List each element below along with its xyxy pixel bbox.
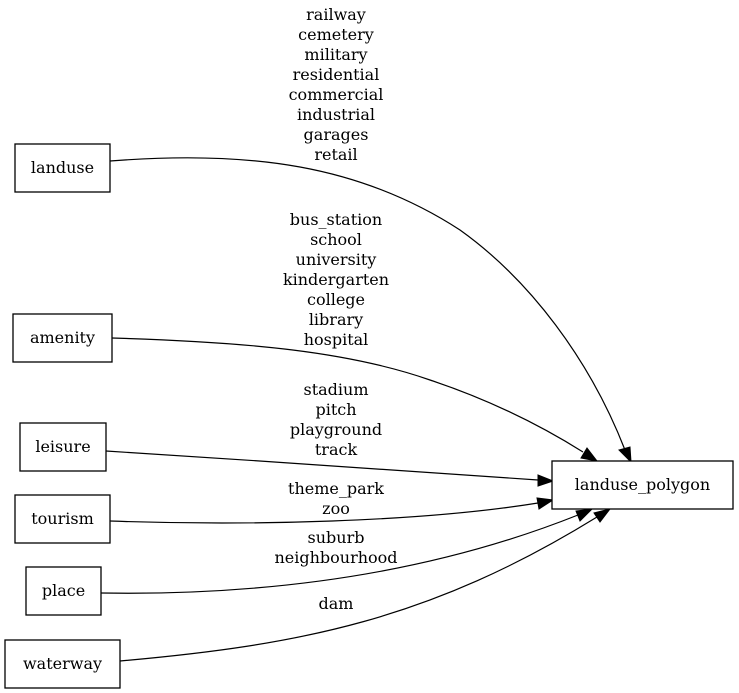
- edge-label: university: [296, 250, 377, 269]
- edge-label-group-amenity: bus_station school university kindergart…: [283, 210, 389, 349]
- edge-label: retail: [314, 145, 357, 164]
- edge-label: neighbourhood: [274, 548, 397, 567]
- edge-landuse: [109, 157, 632, 464]
- node-box: [25, 566, 102, 616]
- edge-line: [109, 157, 626, 451]
- arrow-head: [580, 447, 599, 462]
- edge-label-group-place: suburb neighbourhood: [274, 528, 397, 567]
- edge-amenity: [111, 337, 599, 462]
- node-label: leisure: [35, 437, 90, 456]
- edge-label: school: [310, 230, 362, 249]
- node-landuse-polygon[interactable]: landuse_polygon: [551, 460, 734, 510]
- node-box: [14, 494, 111, 544]
- node-label: place: [42, 581, 85, 600]
- edge-waterway: [119, 508, 612, 662]
- edge-label: stadium: [303, 380, 368, 399]
- node-landuse[interactable]: landuse: [14, 143, 111, 193]
- edge-line: [109, 502, 539, 524]
- edge-label: hospital: [304, 330, 369, 349]
- edge-label: suburb: [308, 528, 365, 547]
- node-place[interactable]: place: [25, 566, 102, 616]
- edge-line: [119, 516, 598, 662]
- edge-label: railway: [306, 5, 366, 24]
- edge-label: kindergarten: [283, 270, 389, 289]
- arrow-head: [593, 508, 612, 523]
- node-label: landuse_polygon: [575, 475, 710, 494]
- node-label: waterway: [23, 654, 102, 673]
- node-waterway[interactable]: waterway: [4, 639, 121, 689]
- arrow-head: [575, 508, 594, 522]
- node-box: [14, 143, 111, 193]
- edge-label: pitch: [315, 400, 356, 419]
- edge-label: college: [307, 290, 365, 309]
- arrow-head: [536, 497, 555, 510]
- edge-label: dam: [319, 594, 354, 613]
- node-tourism[interactable]: tourism: [14, 494, 111, 544]
- node-box: [551, 460, 734, 510]
- node-box: [4, 639, 121, 689]
- edge-label: library: [309, 310, 363, 329]
- edge-label: garages: [304, 125, 369, 144]
- edge-place: [100, 508, 594, 594]
- arrow-head: [537, 474, 555, 487]
- edge-label: theme_park: [288, 479, 384, 498]
- node-amenity[interactable]: amenity: [12, 313, 113, 363]
- edge-label: residential: [293, 65, 380, 84]
- edge-label: zoo: [322, 499, 350, 518]
- edge-line: [105, 450, 539, 481]
- arrow-head: [618, 446, 632, 464]
- edge-label: cemetery: [298, 25, 374, 44]
- node-label: amenity: [30, 328, 95, 347]
- node-box: [12, 313, 113, 363]
- edge-label: commercial: [289, 85, 384, 104]
- node-label: tourism: [31, 509, 94, 528]
- edge-label-group-landuse: railway cemetery military residential co…: [289, 5, 384, 164]
- node-leisure[interactable]: leisure: [19, 422, 107, 472]
- edge-label: track: [315, 440, 358, 459]
- node-box: [19, 422, 107, 472]
- edge-label-group-tourism: theme_park zoo: [288, 479, 384, 518]
- edge-label-group-leisure: stadium pitch playground track: [290, 380, 382, 459]
- node-label: landuse: [31, 158, 94, 177]
- edge-label: industrial: [297, 105, 375, 124]
- edge-line: [111, 337, 584, 453]
- edge-label-group-waterway: dam: [319, 594, 354, 613]
- edge-leisure: [105, 450, 555, 487]
- edge-label: playground: [290, 420, 382, 439]
- edge-label: bus_station: [290, 210, 382, 229]
- edge-label: military: [304, 45, 367, 64]
- edge-tourism: [109, 497, 555, 524]
- edge-line: [100, 514, 579, 594]
